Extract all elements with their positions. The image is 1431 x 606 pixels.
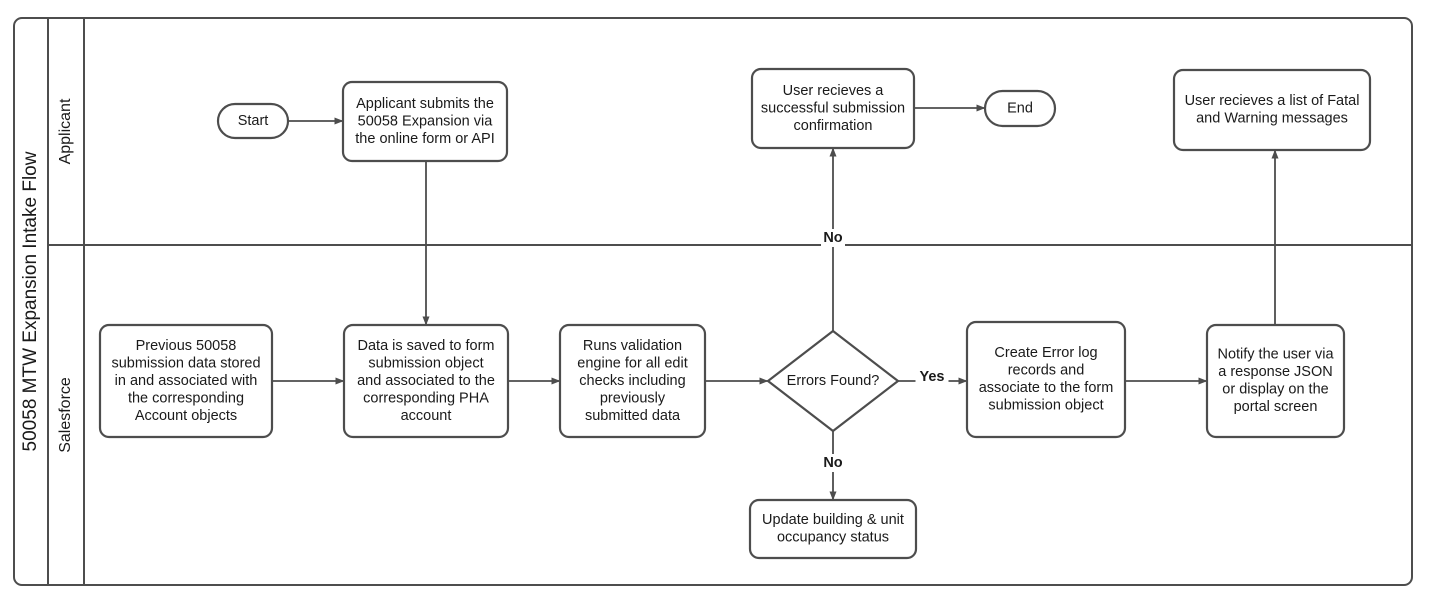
data-saved-to-form-node-label: corresponding PHA bbox=[363, 390, 489, 406]
edge-label-no: No bbox=[823, 230, 842, 246]
fatal-warning-list-node[interactable]: User recieves a list of Fatal and Warning… bbox=[1172, 68, 1372, 152]
applicant-submits-node-label: 50058 Expansion via bbox=[358, 113, 494, 129]
data-saved-to-form-node-label: and associated to the bbox=[357, 373, 495, 389]
previous-submission-data-node-shape bbox=[98, 323, 274, 439]
data-saved-to-form-node-label: account bbox=[401, 408, 452, 424]
notify-user-node-shape bbox=[1205, 323, 1346, 439]
edge-label-backdrop bbox=[915, 368, 949, 386]
validation-engine-node-shape bbox=[558, 323, 707, 439]
notify-user-node-label: portal screen bbox=[1234, 399, 1318, 415]
edge-label-no: No bbox=[823, 455, 842, 471]
data-saved-to-form-node-shape bbox=[342, 323, 510, 439]
fatal-warning-list-node-label: User recieves a list of Fatal bbox=[1185, 93, 1360, 109]
edge-label-backdrop bbox=[821, 454, 845, 472]
success-confirmation-node-label: confirmation bbox=[794, 118, 873, 134]
update-occupancy-node-shape bbox=[748, 498, 918, 560]
notify-user-node-label: or display on the bbox=[1222, 382, 1328, 398]
end-terminator-shape bbox=[983, 89, 1057, 128]
lane-label-applicant: Applicant bbox=[57, 98, 74, 164]
fatal-warning-list-node-shape bbox=[1172, 68, 1372, 152]
edge-label-yes: Yes bbox=[920, 369, 945, 385]
previous-submission-data-node-label: the corresponding bbox=[128, 390, 244, 406]
validation-engine-node-label: previously bbox=[600, 390, 666, 406]
errors-found-decision-shape bbox=[766, 329, 900, 433]
lane-label-salesforce: Salesforce bbox=[57, 377, 74, 453]
validation-engine-node-label: submitted data bbox=[585, 408, 681, 424]
validation-engine-node-label: engine for all edit bbox=[577, 355, 687, 371]
notify-user-node-label: Notify the user via bbox=[1217, 347, 1334, 363]
create-error-log-node-label: submission object bbox=[988, 398, 1103, 414]
data-saved-to-form-node-label: submission object bbox=[368, 355, 483, 371]
previous-submission-data-node-label: Previous 50058 bbox=[136, 338, 237, 354]
success-confirmation-node-label: successful submission bbox=[761, 100, 905, 116]
errors-found-decision-label: Errors Found? bbox=[787, 373, 880, 389]
update-occupancy-node[interactable]: Update building & unit occupancy status bbox=[748, 498, 918, 560]
update-occupancy-node-label: occupancy status bbox=[777, 530, 889, 546]
validation-engine-node-label: checks including bbox=[579, 373, 685, 389]
notify-user-node-label: a response JSON bbox=[1218, 364, 1332, 380]
validation-engine-node-label: Runs validation bbox=[583, 338, 682, 354]
fatal-warning-list-node-label: and Warning messages bbox=[1196, 111, 1348, 127]
errors-found-decision[interactable]: Errors Found? bbox=[766, 329, 900, 433]
create-error-log-node-label: associate to the form bbox=[979, 380, 1114, 396]
previous-submission-data-node-label: submission data stored bbox=[111, 355, 260, 371]
success-confirmation-node-shape bbox=[750, 67, 916, 150]
create-error-log-node-shape bbox=[965, 320, 1127, 439]
end-terminator-label: End bbox=[1007, 100, 1033, 116]
start-terminator[interactable]: Start bbox=[216, 102, 290, 140]
previous-submission-data-node-label: Account objects bbox=[135, 408, 237, 424]
success-confirmation-node-label: User recieves a bbox=[783, 83, 885, 99]
create-error-log-node-label: Create Error log bbox=[994, 345, 1097, 361]
update-occupancy-node-label: Update building & unit bbox=[762, 512, 904, 528]
start-terminator-label: Start bbox=[238, 113, 269, 129]
start-terminator-shape bbox=[216, 102, 290, 140]
applicant-submits-node-shape bbox=[341, 80, 509, 163]
applicant-submits-node-label: the online form or API bbox=[355, 131, 494, 147]
end-terminator[interactable]: End bbox=[983, 89, 1057, 128]
create-error-log-node-label: records and bbox=[1008, 363, 1085, 379]
previous-submission-data-node-label: in and associated with bbox=[115, 373, 258, 389]
applicant-submits-node-label: Applicant submits the bbox=[356, 96, 494, 112]
data-saved-to-form-node-label: Data is saved to form bbox=[358, 338, 495, 354]
pool-title: 50058 MTW Expansion Intake Flow bbox=[20, 151, 41, 451]
edge-label-backdrop bbox=[821, 229, 845, 247]
